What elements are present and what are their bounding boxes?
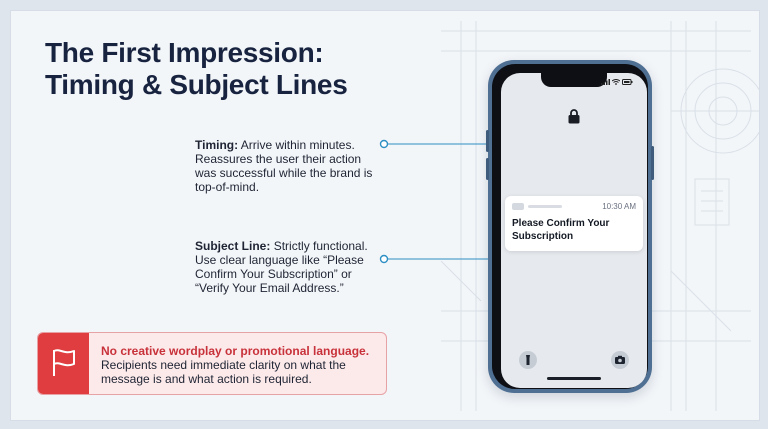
timing-label: Timing:	[195, 138, 239, 152]
warning-box: No creative wordplay or promotional lang…	[37, 332, 387, 395]
phone-bezel: 10:30 AM Please Confirm Your Subscriptio…	[492, 64, 648, 389]
camera-button[interactable]	[611, 351, 629, 369]
subject-line-label: Subject Line:	[195, 239, 271, 253]
flashlight-button[interactable]	[519, 351, 537, 369]
notification-subject: Please Confirm Your Subscription	[512, 218, 610, 242]
phone-notch	[541, 73, 607, 87]
home-indicator[interactable]	[547, 377, 601, 380]
app-name-placeholder	[528, 205, 562, 208]
subject-line-callout: Subject Line: Strictly functional. Use c…	[195, 239, 385, 295]
warning-body: Recipients need immediate clarity on wha…	[101, 358, 346, 386]
signal-icon	[601, 79, 611, 85]
status-icons	[601, 79, 633, 87]
slide: The First Impression: Timing & Subject L…	[10, 10, 760, 421]
lock-screen: 10:30 AM Please Confirm Your Subscriptio…	[501, 73, 647, 388]
notification-time: 10:30 AM	[602, 202, 636, 211]
flashlight-icon	[526, 355, 530, 365]
mail-app-icon	[512, 203, 524, 210]
slide-title: The First Impression: Timing & Subject L…	[45, 37, 348, 101]
title-line-1: The First Impression:	[45, 37, 324, 68]
email-notification[interactable]: 10:30 AM Please Confirm Your Subscriptio…	[505, 196, 643, 251]
phone-volume-up-button	[486, 130, 489, 152]
title-line-2: Timing & Subject Lines	[45, 69, 348, 100]
phone-volume-down-button	[486, 158, 489, 180]
warning-headline: No creative wordplay or promotional lang…	[101, 344, 370, 358]
warning-icon-box	[38, 333, 89, 394]
wifi-icon	[611, 79, 621, 85]
timing-text: Arrive within minutes. Reassures the use…	[195, 138, 373, 194]
phone-mockup: 10:30 AM Please Confirm Your Subscriptio…	[486, 60, 654, 393]
battery-icon	[622, 79, 633, 85]
lock-icon	[568, 109, 580, 124]
subject-line-text: Strictly functional. Use clear language …	[195, 239, 368, 295]
flag-icon	[53, 349, 75, 376]
camera-icon	[615, 355, 625, 364]
timing-callout: Timing: Arrive within minutes. Reassures…	[195, 138, 385, 194]
phone-side-button	[651, 146, 654, 180]
